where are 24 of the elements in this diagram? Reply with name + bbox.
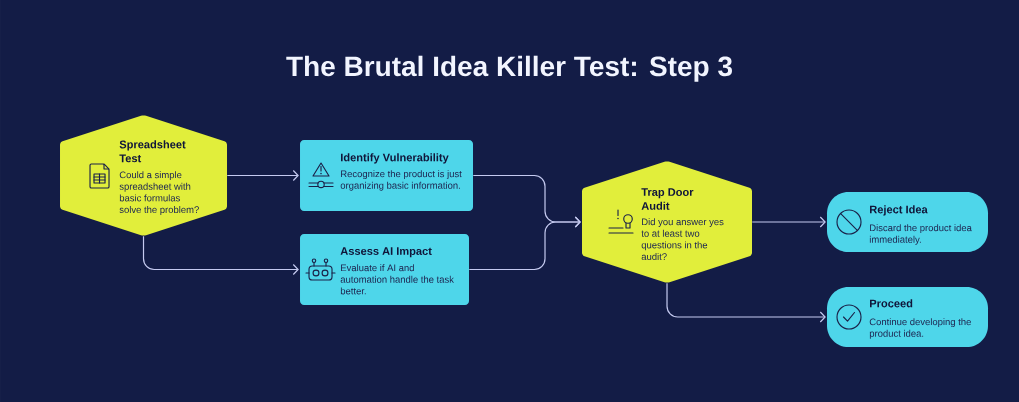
box-text: Continue developing the product idea. (869, 318, 971, 339)
decision-hexagon (60, 115, 227, 236)
box-text: Recognize the product is just organizing basic information. (340, 170, 462, 191)
box-heading: Reject Idea (870, 205, 928, 216)
box-heading: Assess AI Impact (340, 247, 432, 258)
box-text: Evaluate if AI and automation handle the task better. (340, 264, 454, 295)
box-heading: Spreadsheet Test (119, 140, 186, 163)
box-text: Discard the product idea immediately. (869, 224, 972, 245)
title: The Brutal Idea Killer Test: Step 3 (286, 55, 732, 82)
process-box (300, 140, 473, 211)
box-text: Could a simple spreadsheet with basic formulas solve the problem? (119, 171, 199, 215)
rounded-box (827, 287, 988, 347)
arrow (468, 216, 581, 271)
process-box (300, 234, 469, 305)
rounded-box (827, 192, 988, 252)
arrow (226, 169, 299, 182)
arrow (666, 282, 826, 323)
box-heading: Proceed (870, 299, 913, 308)
box-heading: Identify Vulnerability (341, 153, 449, 164)
box-heading: Trap Door Audit (641, 188, 694, 210)
decision-hexagon (582, 161, 752, 283)
box-text: Did you answer yes to at least two questions in the audit? (641, 218, 724, 260)
arrow (142, 235, 299, 276)
arrow (751, 216, 826, 228)
